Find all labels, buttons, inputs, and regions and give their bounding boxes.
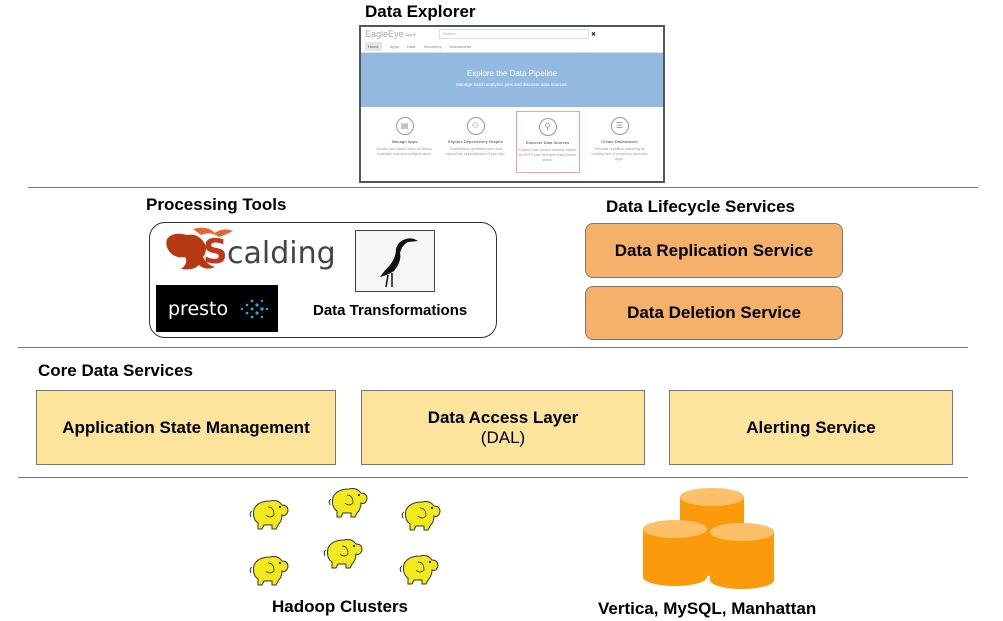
nav-home[interactable]: Home [365, 42, 382, 51]
card-title: Explore Dependency Graphs [448, 139, 503, 144]
nav-data[interactable]: Data [406, 44, 416, 49]
hadoop-elephant-icon [248, 497, 292, 536]
hero-subtitle: Manage batch analytics jobs and discover… [456, 82, 568, 87]
layer-divider [18, 347, 968, 348]
nav-apps[interactable]: Apps [389, 44, 399, 49]
scalding-logo: S calding [163, 225, 336, 281]
card-manage-apps[interactable]: ▤ Manage Apps Monitor App status, view r… [374, 111, 436, 171]
presto-logo: presto [156, 285, 278, 332]
application-state-management: Application State Management [36, 390, 336, 465]
hadoop-elephant-icon [327, 485, 371, 524]
alerting-label: Alerting Service [746, 417, 876, 437]
layer-divider [28, 187, 978, 188]
manage-apps-icon: ▤ [395, 117, 414, 135]
dal-subtitle: (DAL) [480, 427, 526, 447]
hadoop-elephant-icon [322, 536, 366, 575]
graph-icon: ⚇ [466, 117, 485, 135]
presto-dots-icon [240, 299, 269, 319]
card-discover-data-sources[interactable]: ⚲ Discover Data Sources Explore Data Sou… [515, 111, 580, 173]
card-desc: Monitor App status, view run history, in… [376, 147, 433, 156]
processing-tools-title: Processing Tools [146, 195, 287, 214]
db-cylinder [710, 523, 774, 589]
card-dependency-graphs[interactable]: ⚇ Explore Dependency Graphs Troubleshoot… [445, 111, 507, 171]
data-replication-service: Data Replication Service [585, 223, 843, 278]
search-icon: ⚲ [538, 118, 557, 136]
hadoop-elephant-icon [248, 553, 292, 592]
eagleeye-logo: EagleEye [365, 29, 404, 39]
hadoop-elephant-icon [398, 552, 442, 591]
card-title: Manage Apps [391, 139, 418, 144]
data-deletion-service: Data Deletion Service [585, 286, 843, 340]
card-title: Discover Data Sources [525, 140, 570, 145]
lifecycle-title: Data Lifecycle Services [606, 197, 796, 216]
hadoop-elephant-icon [400, 498, 444, 537]
presto-label: presto [168, 298, 229, 320]
svg-text:S: S [203, 232, 228, 272]
data-explorer-title: Data Explorer [365, 2, 476, 21]
data-access-layer: Data Access Layer (DAL) [361, 390, 645, 465]
layer-divider [18, 477, 968, 478]
alerting-service: Alerting Service [669, 390, 953, 465]
search-input[interactable]: Search [439, 29, 589, 39]
explorer-hero: Explore the Data Pipeline Manage batch a… [361, 53, 663, 107]
card-desc: Troubleshoot upstream errors and explore… [445, 147, 506, 156]
card-title: Create Dashboards [601, 139, 638, 144]
app-state-label: Application State Management [62, 417, 310, 437]
database-cylinders-icon [643, 488, 774, 589]
svg-text:calding: calding [227, 236, 335, 271]
card-desc: Eliminate repetitive searching by creati… [591, 147, 648, 161]
heron-icon [380, 238, 418, 288]
list-icon: ☰ [610, 117, 629, 135]
close-icon[interactable]: ✖ [591, 31, 597, 38]
card-desc: Explore Data Source schema, search by HD… [518, 148, 577, 162]
nav-taxonomy[interactable]: Taxonomy [423, 44, 442, 49]
flame-icon [193, 227, 233, 237]
data-transformations-label: Data Transformations [313, 302, 468, 319]
databases-label: Vertica, MySQL, Manhattan [598, 599, 817, 618]
hero-title: Explore the Data Pipeline [466, 69, 558, 78]
explorer-nav: Home Apps Data Taxonomy Dashboards [361, 41, 663, 53]
db-cylinder [643, 520, 707, 586]
hadoop-clusters-label: Hadoop Clusters [272, 597, 409, 616]
card-create-dashboards[interactable]: ☰ Create Dashboards Eliminate repetitive… [589, 111, 651, 171]
elephant-icon [166, 233, 215, 270]
dal-title: Data Access Layer [427, 407, 579, 427]
data-explorer-screenshot: EagleEye App ▾ Search ✖ Home Apps Data T… [359, 25, 665, 183]
heron-logo [355, 230, 435, 292]
processing-tools-box [149, 222, 497, 338]
app-menu[interactable]: App ▾ [405, 31, 416, 37]
nav-dashboards[interactable]: Dashboards [449, 44, 472, 49]
core-services-title: Core Data Services [38, 361, 193, 380]
